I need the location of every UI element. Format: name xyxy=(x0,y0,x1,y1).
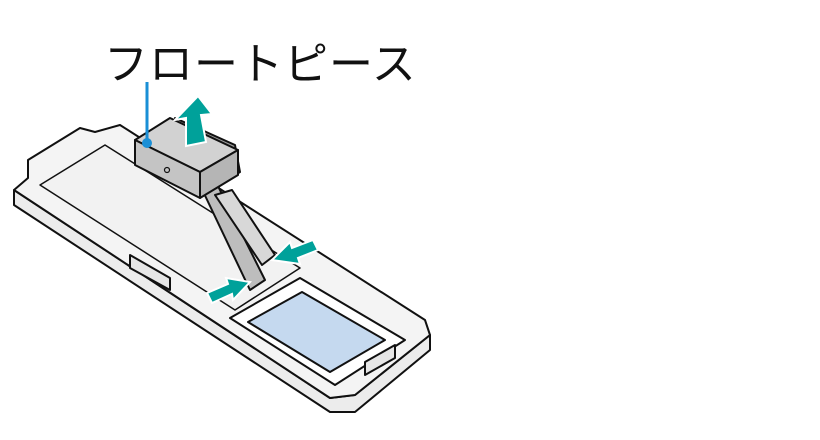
arrow-in-left-icon xyxy=(205,276,253,305)
tray-floor xyxy=(39,144,301,311)
tray-tab-left xyxy=(129,254,171,291)
float-arm-guide xyxy=(214,189,276,266)
float-piece-label: フロートピース xyxy=(104,39,417,90)
arrow-up-icon xyxy=(172,94,214,148)
float-hole xyxy=(163,166,171,174)
leader-dot xyxy=(142,138,152,148)
arrow-in-right-icon xyxy=(269,238,320,266)
float-piece-side xyxy=(199,149,239,199)
tray-tab-right xyxy=(364,344,396,376)
water xyxy=(247,291,386,373)
